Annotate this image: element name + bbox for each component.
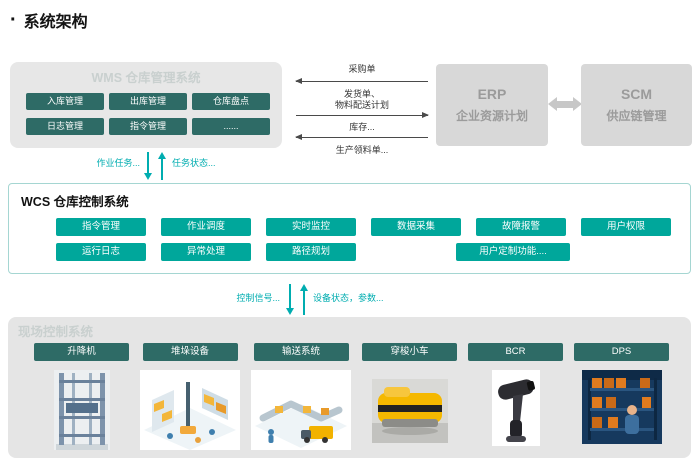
wcs-field-up-label: 设备状态，参数...: [313, 293, 384, 303]
dps-warehouse-photo: [581, 370, 662, 444]
wcs-block-fault-alarm: 故障报警: [476, 218, 566, 236]
erp-box: ERP 企业资源计划: [436, 64, 548, 146]
wcs-block-path-planning: 路径规划: [266, 243, 356, 261]
wcs-block-monitoring: 实时监控: [266, 218, 356, 236]
wms-wcs-down-label: 作业任务...: [96, 158, 140, 168]
wms-block-log: 日志管理: [26, 118, 104, 135]
device-label-dps: DPS: [574, 343, 669, 361]
device-col-stacker: 堆垛设备: [140, 343, 240, 450]
erp-scm-double-arrow: [548, 97, 582, 111]
device-label-shuttle: 穿梭小车: [362, 343, 457, 361]
flow-label-purchase-order: 采购单: [348, 64, 376, 74]
wcs-panel: WCS 仓库控制系统 指令管理 作业调度 实时监控 数据采集 故障报警 用户权限…: [8, 183, 691, 274]
arrow-shipping-to-erp: [296, 112, 429, 118]
wms-block-more: ......: [192, 118, 270, 135]
device-label-lift: 升降机: [34, 343, 129, 361]
flow-label-shipping-note: 发货单、: [343, 89, 380, 99]
wcs-block-data-collection: 数据采集: [371, 218, 461, 236]
arrow-inventory-to-wms: [295, 134, 428, 140]
wcs-row-2: 运行日志 异常处理 路径规划 用户定制功能....: [56, 243, 570, 261]
stacker-illustration: [140, 370, 240, 450]
title-bullet: ·: [10, 9, 17, 31]
wcs-block-run-log: 运行日志: [56, 243, 146, 261]
device-col-bcr: BCR: [468, 343, 563, 450]
erp-abbr: ERP: [477, 86, 507, 102]
flow-label-production-requisition: 生产领料单...: [335, 145, 389, 155]
shuttle-car-photo: [371, 379, 448, 443]
wcs-field-down-label: 控制信号...: [236, 293, 280, 303]
arrow-status-up: [161, 159, 163, 180]
device-label-conveyor: 输送系统: [253, 343, 349, 361]
wcs-title: WCS 仓库控制系统: [21, 195, 129, 209]
lift-photo: [53, 370, 110, 450]
wms-panel: WMS 仓库管理系统 入库管理 出库管理 仓库盘点 日志管理 指令管理 ....…: [10, 62, 282, 148]
arrow-purchase-order-to-wms: [295, 78, 428, 84]
wcs-row-1: 指令管理 作业调度 实时监控 数据采集 故障报警 用户权限: [56, 218, 671, 236]
arrow-device-status-up: [303, 291, 305, 315]
wms-watermark: WMS 仓库管理系统: [91, 71, 201, 85]
arrow-control-signal-down: [289, 284, 291, 308]
arrow-task-down: [147, 152, 149, 173]
device-label-stacker: 堆垛设备: [142, 343, 238, 361]
flow-label-material-plan: 物料配送计划: [334, 100, 389, 110]
title-text: 系统架构: [23, 14, 88, 31]
flow-label-inventory: 库存...: [349, 122, 375, 132]
device-label-bcr: BCR: [468, 343, 563, 361]
scm-name: 供应链管理: [606, 109, 667, 123]
wcs-block-command: 指令管理: [56, 218, 146, 236]
field-watermark: 现场控制系统: [18, 325, 94, 339]
erp-name: 企业资源计划: [455, 109, 528, 123]
conveyor-illustration: [251, 370, 351, 450]
scm-abbr: SCM: [620, 86, 653, 102]
wms-block-command: 指令管理: [109, 118, 187, 135]
wcs-block-scheduling: 作业调度: [161, 218, 251, 236]
page-title: · 系统架构: [10, 8, 88, 32]
wcs-block-custom-functions: 用户定制功能....: [456, 243, 570, 261]
wcs-block-user-rights: 用户权限: [581, 218, 671, 236]
barcode-scanner-photo: [491, 370, 540, 446]
wms-block-inbound: 入库管理: [26, 93, 104, 110]
device-col-dps: DPS: [574, 343, 669, 450]
wms-block-stocktake: 仓库盘点: [192, 93, 270, 110]
device-columns: 升降机 堆垛设备: [34, 343, 669, 450]
device-col-shuttle: 穿梭小车: [362, 343, 457, 450]
wms-wcs-up-label: 任务状态...: [172, 158, 216, 168]
device-col-lift: 升降机: [34, 343, 129, 450]
scm-box: SCM 供应链管理: [581, 64, 692, 146]
field-panel: 现场控制系统 升降机 堆垛设备: [8, 317, 691, 458]
wcs-block-exception: 异常处理: [161, 243, 251, 261]
wms-block-outbound: 出库管理: [109, 93, 187, 110]
device-col-conveyor: 输送系统: [251, 343, 351, 450]
